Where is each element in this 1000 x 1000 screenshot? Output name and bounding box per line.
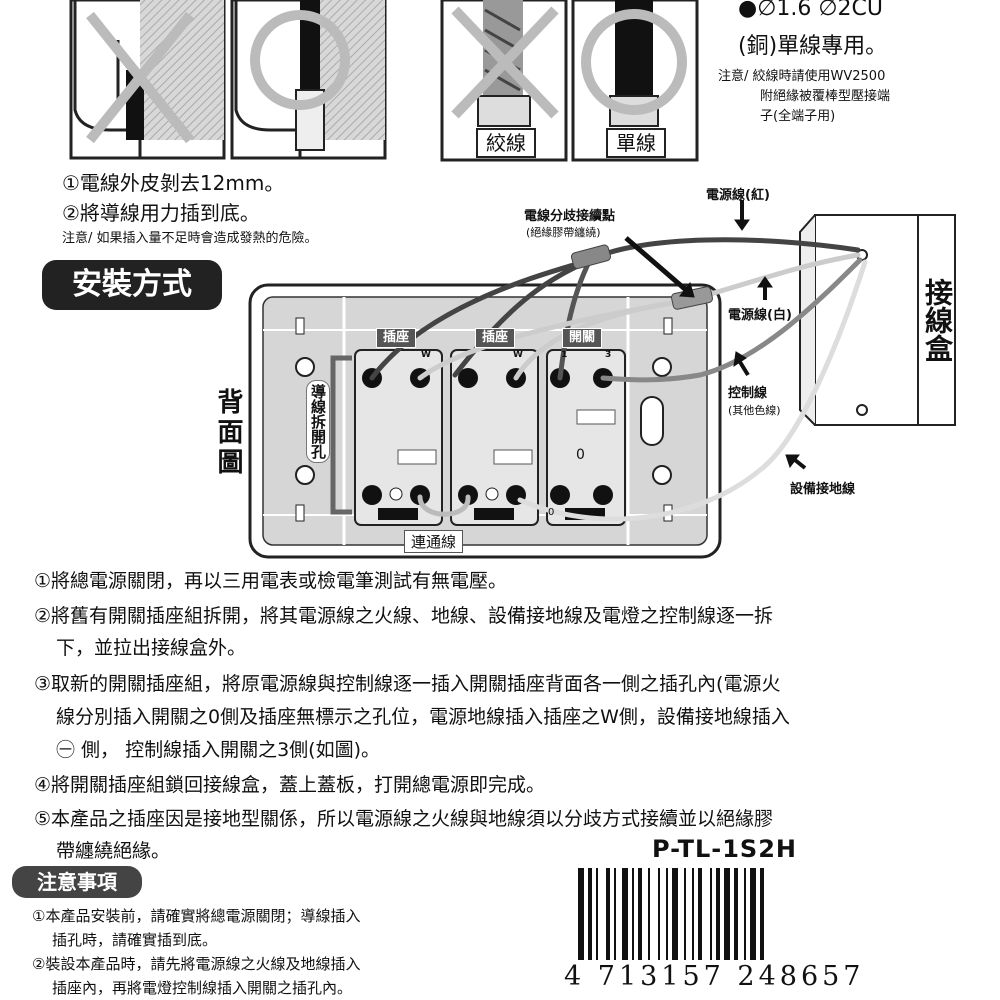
wire-spec-note-1: 注意/ 絞線時請使用WV2500 [718,69,886,84]
barcode [578,868,764,990]
section-title-install: 安裝方式 [42,260,222,310]
ground-wire-label: 設備接地線 [790,482,856,497]
correct-insertion-diagram [230,0,387,160]
wire-spec-note-2: 附絕緣被覆棒型壓接端 [760,89,891,104]
barcode-bar [606,868,610,970]
wiring [369,237,868,522]
label-stranded-wire: 絞線 [476,128,536,158]
mark-1: 1 [561,350,568,360]
release-hole-bracket [330,355,352,515]
power-red-label: 電源線(紅) [706,188,770,203]
caution-1: ①本產品安裝前，請確實將總電源關閉；導線插入 [32,907,361,925]
barcode-bar [588,868,592,990]
step-5: ⑤本產品之插座因是接地型關係，所以電源線之火線與地線須以分歧方式接續並以絕緣膠 [34,808,774,830]
barcode-bar [622,868,628,970]
label-solid-wire: 單線 [606,128,666,158]
barcode-bar [632,868,634,970]
release-hole-label: 導線拆開孔 [306,380,330,463]
step-3-cont-2: ㊀ 側， 控制線插入開關之3側(如圖)。 [56,739,380,761]
barcode-bar [638,868,642,970]
jumper-label: 連通線 [404,530,464,553]
caution-2-cont: 插座內，再將電燈控制線插入開關之插孔內。 [52,979,353,997]
barcode-bar [744,868,746,970]
barcode-bar [648,868,650,970]
barcode-bar [716,868,720,970]
mark-0-terminal: 0 [548,507,555,518]
step-1: ①將總電源關閉，再以三用電表或檢電筆測試有無電壓。 [34,570,508,592]
barcode-bar [760,868,764,990]
barcode-bar [672,868,678,990]
model-number: P-TL-1S2H [652,835,797,863]
wire-spec-note-3: 子(全端子用) [760,109,836,124]
barcode-bar [578,868,584,990]
mark-w-1: W [421,350,431,360]
step-2-cont: 下，並拉出接線盒外。 [56,637,247,659]
barcode-bar [684,868,686,970]
barcode-bar [692,868,694,970]
tag-socket-1: 插座 [376,328,417,348]
junction-box-label: 接線盒 [921,278,954,362]
strip-warning: 注意/ 如果插入量不足時會造成發熱的危險。 [62,231,318,246]
power-white-label: 電源線(白) [728,308,792,323]
wrong-insertion-diagram [69,0,226,160]
switch-socket-plate [248,283,722,559]
tag-switch: 開關 [562,328,603,348]
caution-title: 注意事項 [12,866,142,898]
wire-spec-line2: (銅)單線專用。 [738,34,888,59]
step-3: ③取新的開關插座組，將原電源線與控制線逐一插入開關插座背面各一側之插孔內(電源火 [34,673,781,695]
strip-step-2: ②將導線用力插到底。 [62,201,260,225]
splice-point-label: 電線分歧接續點 [524,209,616,224]
barcode-bar [666,868,668,970]
caution-1-cont: 插孔時，請確實插到底。 [52,931,218,949]
stranded-wire-diagram [440,0,568,162]
mark-0: 0 [576,447,585,463]
barcode-bar [710,868,712,970]
barcode-bar [734,868,738,970]
strip-step-1: ①電線外皮剝去12mm。 [62,171,285,195]
splice-tape-label: (絕緣膠帶纏繞) [526,226,601,239]
barcode-bar [724,868,730,970]
step-4: ④將開關插座組鎖回接線盒，蓋上蓋板，打開總電源即完成。 [34,774,546,796]
barcode-bar [614,868,616,970]
control-other-label: (其他色線) [728,404,781,417]
barcode-digits: 4 713157 248657 [562,960,867,994]
control-wire-label: 控制線 [728,386,768,401]
step-5-cont: 帶纏繞絕緣。 [56,840,171,862]
callout-arrows [624,200,807,470]
back-view-label: 背面圖 [213,388,243,478]
mark-3: 3 [605,350,612,360]
tag-socket-2: 插座 [475,328,516,348]
barcode-bar [658,868,660,970]
barcode-bar [750,868,756,970]
step-3-cont-1: 線分別插入開關之0側及插座無標示之孔位，電源地線插入插座之W側，設備接地線插入 [56,706,790,728]
caution-2: ②裝設本產品時，請先將電源線之火線及地線插入 [32,955,361,973]
step-2: ②將舊有開關插座組拆開，將其電源線之火線、地線、設備接地線及電燈之控制線逐一拆 [34,605,774,627]
barcode-bar [596,868,598,970]
barcode-bar [698,868,702,970]
wire-spec-line: ●∅1.6 ∅2CU [738,0,883,21]
mark-w-2: W [513,350,523,360]
